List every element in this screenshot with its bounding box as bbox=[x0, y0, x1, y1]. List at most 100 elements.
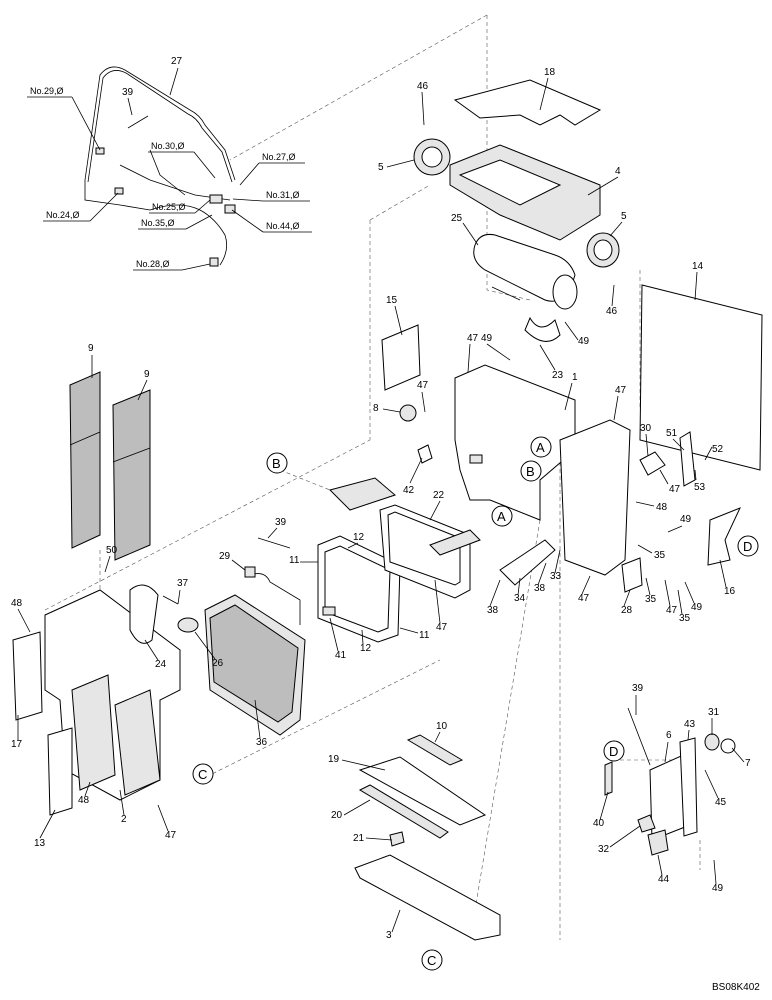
cover-plate-14 bbox=[639, 284, 763, 471]
ref-letter-b1: B bbox=[272, 456, 281, 471]
label-38a: 38 bbox=[487, 605, 499, 616]
label-3: 3 bbox=[386, 930, 392, 941]
label-27: 31 bbox=[708, 707, 720, 718]
ref-circle-d2 bbox=[603, 740, 625, 762]
label-12a: 12 bbox=[353, 532, 365, 543]
ref-circle-a1 bbox=[530, 436, 552, 458]
harness-label-35: No.35,Ø bbox=[141, 218, 175, 228]
ref-letter-c1: C bbox=[198, 767, 207, 782]
label-49d: 49 bbox=[691, 602, 703, 613]
label-4: 4 bbox=[615, 166, 621, 177]
label-30: 30 bbox=[640, 423, 652, 434]
label-49e: 49 bbox=[712, 883, 724, 894]
label-11b: 11 bbox=[419, 630, 430, 641]
label-47c: 47 bbox=[615, 385, 627, 396]
label-42: 42 bbox=[403, 485, 415, 496]
label-5a: 5 bbox=[378, 162, 384, 173]
label-1: 1 bbox=[572, 372, 578, 383]
label-49b: 49 bbox=[578, 336, 590, 347]
label-22: 22 bbox=[433, 490, 445, 501]
label-15: 15 bbox=[386, 295, 398, 306]
label-47h: 47 bbox=[165, 830, 177, 841]
label-36: 36 bbox=[256, 737, 268, 748]
label-46a: 46 bbox=[417, 81, 429, 92]
label-16: 16 bbox=[724, 586, 736, 597]
label-39a: 39 bbox=[122, 87, 134, 98]
ref-letter-b2: B bbox=[526, 464, 535, 479]
ref-letter-c2: C bbox=[427, 953, 436, 968]
duct-assembly bbox=[12, 589, 181, 816]
label-11a: 11 bbox=[289, 555, 300, 566]
label-50: 50 bbox=[106, 545, 118, 556]
label-48b: 48 bbox=[11, 598, 23, 609]
harness-label-24: No.24,Ø bbox=[46, 210, 80, 220]
label-2: 2 bbox=[121, 814, 127, 825]
label-8: 8 bbox=[373, 403, 379, 414]
harness-label-28: No.28,Ø bbox=[136, 259, 170, 269]
plate-15 bbox=[381, 324, 421, 391]
label-40: 41 bbox=[335, 650, 347, 661]
ref-circle-a2 bbox=[491, 505, 513, 527]
ref-circle-b2 bbox=[520, 460, 542, 482]
label-47a: 47 bbox=[467, 333, 479, 344]
label-47f: 47 bbox=[666, 605, 678, 616]
ref-letter-d1: D bbox=[743, 539, 752, 554]
label-34: 34 bbox=[514, 593, 526, 604]
label-53: 53 bbox=[694, 482, 706, 493]
label-32: 27 bbox=[171, 56, 183, 67]
label-43: 43 bbox=[684, 719, 696, 730]
label-48c: 48 bbox=[78, 795, 90, 806]
label-20: 20 bbox=[331, 810, 343, 821]
label-23: 23 bbox=[552, 370, 564, 381]
drawing-code: BS08K402 bbox=[712, 982, 760, 993]
label-9a: 9 bbox=[88, 343, 94, 354]
label-29: 29 bbox=[219, 551, 231, 562]
label-6: 6 bbox=[666, 730, 672, 741]
label-48a: 48 bbox=[656, 502, 668, 513]
filters bbox=[69, 371, 151, 561]
harness-label-25: No.25,Ø bbox=[152, 202, 186, 212]
ref-circle-c2 bbox=[421, 949, 443, 971]
label-47e: 47 bbox=[578, 593, 590, 604]
harness-label-30: No.30,Ø bbox=[151, 141, 185, 151]
label-41: 40 bbox=[593, 818, 605, 829]
label-44: 44 bbox=[658, 874, 670, 885]
leader-lines bbox=[17, 67, 745, 933]
label-49a: 49 bbox=[481, 333, 493, 344]
ref-letter-d2: D bbox=[609, 744, 618, 759]
label-19: 19 bbox=[328, 754, 340, 765]
label-13: 13 bbox=[34, 838, 46, 849]
bottom-ducts bbox=[354, 734, 501, 941]
main-case bbox=[454, 364, 631, 576]
label-28: 28 bbox=[621, 605, 633, 616]
label-51: 51 bbox=[666, 428, 678, 439]
label-7: 7 bbox=[745, 758, 751, 769]
label-45: 45 bbox=[715, 797, 727, 808]
label-33: 33 bbox=[550, 571, 562, 582]
label-25: 25 bbox=[451, 213, 463, 224]
label-9b: 9 bbox=[144, 369, 150, 380]
ref-circle-c1 bbox=[192, 763, 214, 785]
harness-label-44: No.44,Ø bbox=[266, 221, 300, 231]
label-31: 32 bbox=[598, 844, 610, 855]
label-35a: 35 bbox=[654, 550, 666, 561]
part-labels: 27 39 46 18 5 4 5 25 14 46 15 47 49 49 2… bbox=[11, 56, 751, 941]
ref-circle-d1 bbox=[737, 535, 759, 557]
label-39c: 39 bbox=[632, 683, 644, 694]
label-35c: 35 bbox=[679, 613, 691, 624]
harness-labels: No.29,Ø No.30,Ø No.27,Ø No.31,Ø No.25,Ø … bbox=[27, 86, 312, 271]
label-46b: 46 bbox=[606, 306, 618, 317]
label-39b: 39 bbox=[275, 517, 287, 528]
ref-circle-b1 bbox=[266, 452, 288, 474]
wire-harness bbox=[84, 66, 236, 267]
blower-housing-group bbox=[413, 79, 620, 342]
label-24: 24 bbox=[155, 659, 167, 670]
ref-letter-a2: A bbox=[497, 509, 506, 524]
label-47g: 47 bbox=[436, 622, 448, 633]
label-5b: 5 bbox=[621, 211, 627, 222]
label-49c: 49 bbox=[680, 514, 692, 525]
harness-label-29: No.29,Ø bbox=[30, 86, 64, 96]
label-37: 37 bbox=[177, 578, 189, 589]
